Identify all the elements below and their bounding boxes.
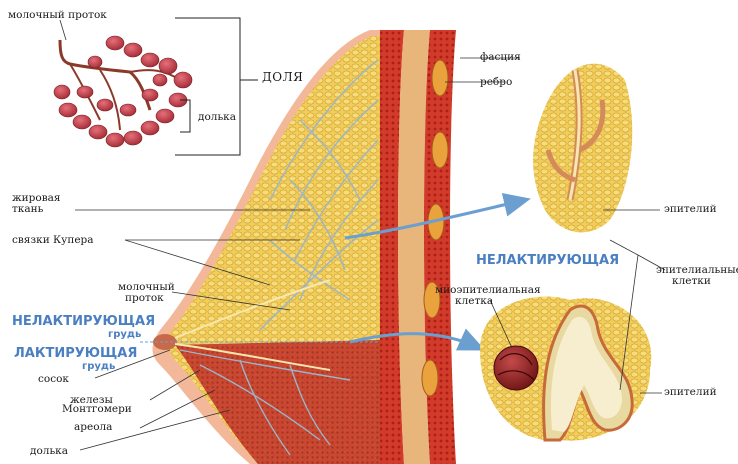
nonlactating-duct-closeup <box>533 64 632 233</box>
label-myoepithelial-line2: клетка <box>455 296 493 307</box>
label-nonlactating-right: НЕЛАКТИРУЮЩАЯ <box>476 255 619 267</box>
label-epithelium-top: эпителий <box>664 204 717 215</box>
label-epithelial-cells-line2: клетки <box>672 276 711 287</box>
label-nonlactating-left-sub: грудь <box>108 329 141 341</box>
rib <box>432 132 448 168</box>
label-lobule-top: долька <box>198 112 236 123</box>
myoepithelial-cell <box>494 346 538 390</box>
label-montgomery-line2: Монтгомери <box>62 404 132 415</box>
label-milk-duct-line2: проток <box>125 293 164 304</box>
lobe-illustration <box>54 20 192 147</box>
lactating-alveoli-closeup <box>480 297 651 441</box>
label-nonlactating-left: НЕЛАКТИРУЮЩАЯ <box>12 316 155 328</box>
label-lactating: ЛАКТИРУЮЩАЯ <box>14 348 137 360</box>
label-epithelium-bottom: эпителий <box>664 387 717 398</box>
rib <box>432 60 448 96</box>
lobule-sac <box>106 36 124 50</box>
rib <box>422 360 438 396</box>
label-fat-line2: ткань <box>12 204 43 215</box>
label-nipple: сосок <box>38 374 69 385</box>
label-fascia: фасция <box>480 52 521 63</box>
label-areola: ареола <box>74 422 112 433</box>
label-rib: ребро <box>480 77 512 88</box>
label-lactating-sub: грудь <box>82 361 115 373</box>
label-lobule-bottom: долька <box>30 446 68 457</box>
label-milk-duct-top: молочный проток <box>8 10 107 21</box>
breast-cross-section <box>140 30 456 464</box>
label-cooper: связки Купера <box>12 235 94 246</box>
label-lobe: ДОЛЯ <box>262 72 303 83</box>
